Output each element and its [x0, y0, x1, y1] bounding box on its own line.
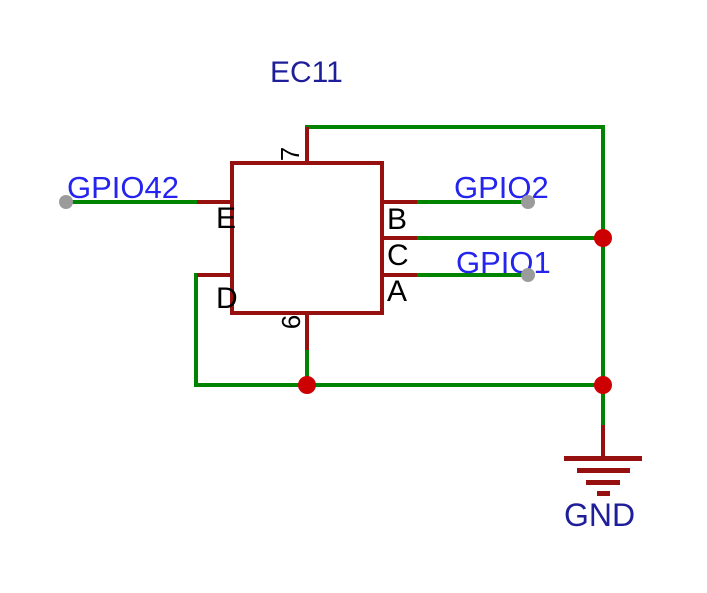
- endpoint-dot-gpio2: [521, 195, 535, 209]
- net-label-gpio42[interactable]: GPIO42: [67, 170, 179, 205]
- component-body[interactable]: [230, 161, 384, 315]
- wire-gpio42[interactable]: [64, 200, 197, 204]
- wire-gpio2[interactable]: [417, 200, 529, 204]
- endpoint-dot-gpio1: [521, 268, 535, 282]
- wire-top-horizontal[interactable]: [305, 125, 605, 129]
- pin-6-stub[interactable]: [305, 313, 309, 350]
- junction-dot-bottom-right: [594, 376, 612, 394]
- pin-number-7: 7: [275, 146, 305, 162]
- junction-dot-bottom-middle: [298, 376, 316, 394]
- endpoint-dot-gpio42: [59, 195, 73, 209]
- pin-name-a: A: [387, 275, 408, 308]
- pin-name-e: E: [216, 202, 237, 235]
- wire-left-vertical[interactable]: [194, 273, 198, 387]
- pin-c-stub[interactable]: [382, 236, 417, 240]
- gnd-bar-1: [564, 456, 642, 461]
- gnd-bar-4: [597, 491, 610, 496]
- pin-7-stub[interactable]: [305, 127, 309, 165]
- wire-bottom-horizontal[interactable]: [194, 383, 605, 387]
- junction-dot-right: [594, 229, 612, 247]
- pin-name-b: B: [387, 203, 408, 236]
- gnd-bar-3: [586, 480, 620, 485]
- pin-e-stub[interactable]: [197, 200, 232, 204]
- wire-pin-c-to-bus[interactable]: [417, 236, 605, 240]
- pin-name-c: C: [387, 239, 409, 272]
- gnd-label[interactable]: GND: [564, 497, 636, 533]
- pin-number-6: 6: [276, 314, 306, 330]
- pin-b-stub[interactable]: [382, 200, 417, 204]
- net-label-gpio2[interactable]: GPIO2: [454, 170, 549, 205]
- gnd-stub[interactable]: [601, 425, 605, 458]
- pin-a-stub[interactable]: [382, 273, 417, 277]
- wire-right-vertical[interactable]: [601, 125, 605, 427]
- pin-d-stub[interactable]: [197, 273, 232, 277]
- wire-pin6-down[interactable]: [305, 348, 309, 387]
- wire-gpio1[interactable]: [417, 273, 529, 277]
- pin-name-d: D: [216, 282, 238, 315]
- component-reference-label[interactable]: EC11: [270, 56, 343, 89]
- gnd-bar-2: [577, 468, 630, 473]
- net-label-gpio1[interactable]: GPIO1: [456, 245, 551, 280]
